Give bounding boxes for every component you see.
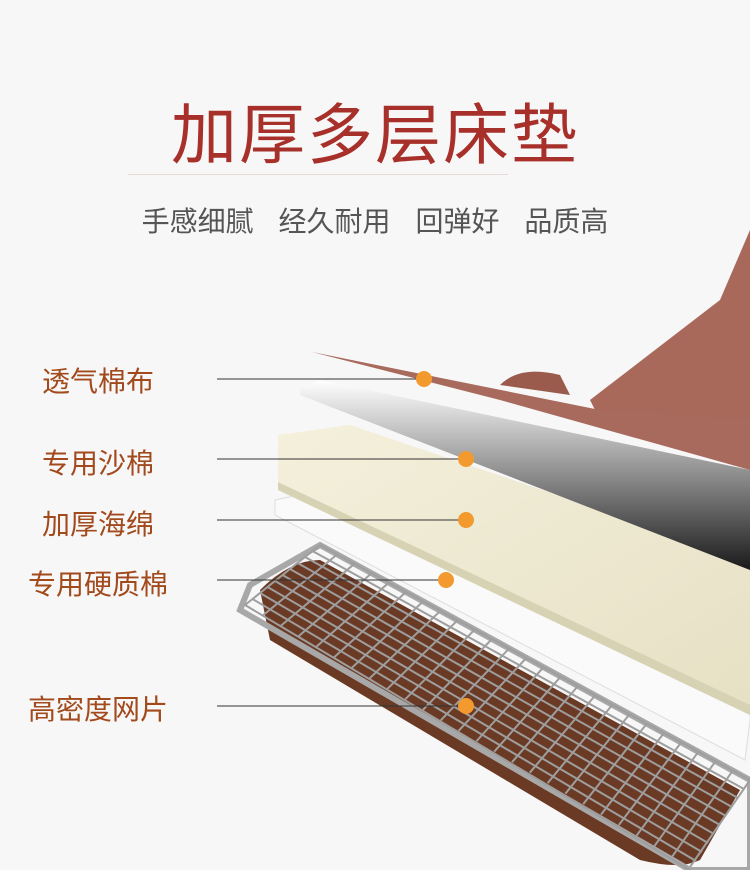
callout-dot xyxy=(458,698,474,714)
mesh-line xyxy=(259,592,703,853)
mesh-line xyxy=(618,741,682,826)
layer-label-sponge: 加厚海绵 xyxy=(42,508,155,541)
mesh-grid xyxy=(236,541,750,870)
mesh-line xyxy=(244,604,691,870)
callout-dot xyxy=(458,512,474,528)
layer-label-sand-cotton: 专用沙棉 xyxy=(42,447,155,480)
mesh-line xyxy=(282,574,721,826)
mesh-line xyxy=(251,598,697,862)
mesh-line xyxy=(304,556,739,799)
mesh-line xyxy=(274,580,715,835)
layer-label-hard-cotton: 专用硬质棉 xyxy=(28,568,169,601)
title-divider xyxy=(128,174,508,175)
layer-label-breathable-cotton: 透气棉布 xyxy=(42,365,155,398)
mesh-line xyxy=(600,732,665,816)
feature-list: 手感细腻 经久耐用 回弹好 品质高 xyxy=(0,200,750,240)
callout-dot xyxy=(438,572,454,588)
feature-item: 回弹好 xyxy=(415,205,500,238)
callout-dot xyxy=(458,451,474,467)
mesh-line xyxy=(689,779,750,868)
backrest xyxy=(590,230,750,470)
mesh-line xyxy=(635,751,700,837)
feature-item: 品质高 xyxy=(524,205,609,238)
callout-dot xyxy=(416,371,432,387)
mesh-line xyxy=(653,760,717,847)
mesh-line xyxy=(312,550,745,790)
mesh-line xyxy=(289,568,727,817)
feature-item: 经久耐用 xyxy=(278,205,391,238)
mesh-line xyxy=(319,544,750,781)
feature-item: 手感细腻 xyxy=(141,205,254,238)
mesh-line xyxy=(297,562,733,808)
page-title: 加厚多层床垫 xyxy=(171,97,579,174)
mesh-line xyxy=(671,770,734,858)
layer-label-mesh: 高密度网片 xyxy=(28,693,169,726)
mesh-line xyxy=(266,586,709,844)
